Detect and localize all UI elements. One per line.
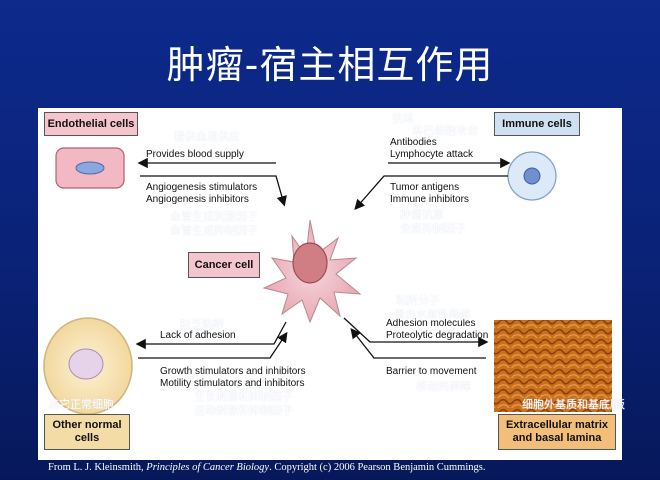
zh-other-cells: 其它正常细胞	[48, 398, 114, 411]
text-immune-inhibitors: Immune inhibitors	[390, 194, 469, 205]
cancer-nucleus	[292, 242, 328, 284]
footer-prefix: From L. J. Kleinsmith,	[48, 462, 147, 473]
text-angiogenesis-inhibitors: Angiogenesis inhibitors	[146, 194, 249, 205]
text-lack-of-adhesion: Lack of adhesion	[160, 330, 236, 341]
endothelial-nucleus	[75, 161, 105, 175]
figure-panel: Endothelial cells Immune cells Cancer ce…	[38, 108, 625, 460]
text-lymphocyte-attack: Lymphocyte attack	[390, 149, 474, 160]
slide-title: 肿瘤-宿主相互作用	[166, 43, 494, 87]
zh-barrier: 移动的屏障	[416, 380, 471, 393]
normal-nucleus	[68, 348, 104, 380]
label-ecm-line2: and basal lamina	[512, 432, 602, 444]
zh-blood-supply: 提供血液供应	[174, 130, 240, 143]
label-immune-cells: Immune cells	[494, 112, 580, 136]
arrow-lack-adhesion	[135, 321, 287, 350]
zh-lack-adhesion: 缺乏粘附	[180, 318, 224, 331]
text-adhesion-molecules: Adhesion molecules	[386, 318, 476, 329]
text-proteolytic-degradation: Proteolytic degradation	[386, 330, 489, 341]
text-barrier-to-movement: Barrier to movement	[386, 366, 477, 377]
zh-ecm-tail: 板	[614, 398, 625, 411]
label-endothelial-cells: Endothelial cells	[44, 112, 138, 136]
citation-footer: From L. J. Kleinsmith, Principles of Can…	[48, 462, 485, 473]
label-other-normal-line1: Other normal	[52, 419, 122, 431]
arrow-angiogenesis	[140, 175, 287, 207]
text-growth-stimulators: Growth stimulators and inhibitors	[160, 366, 306, 377]
label-cancer-cell: Cancer cell	[188, 252, 260, 278]
zh-angio-inhib: 血管生成抑制因子	[170, 224, 258, 237]
zh-motility: 运动刺激和抑制因子	[194, 404, 293, 417]
text-motility-stimulators: Motility stimulators and inhibitors	[160, 378, 305, 389]
label-other-normal-line2: cells	[74, 432, 100, 444]
label-cancer-text: Cancer cell	[194, 259, 254, 271]
text-angiogenesis-stimulators: Angiogenesis stimulators	[146, 182, 258, 193]
zh-growth: 生长刺激和抑制因子	[194, 390, 293, 403]
zh-immune-inhib: 免疫抑制因子	[400, 222, 466, 235]
text-antibodies: Antibodies	[390, 137, 437, 148]
zh-adhesion-molecules: 粘附分子	[396, 294, 440, 307]
arrow-adhesion	[343, 317, 489, 348]
footer-suffix: . Copyright (c) 2006 Pearson Benjamin Cu…	[269, 462, 486, 473]
zh-proteolytic: 蛋白水解性降解	[394, 308, 471, 321]
arrow-tumor-antigens	[354, 175, 508, 210]
immune-nucleus	[523, 167, 541, 185]
zh-lymphocyte-attack: 淋巴细胞攻击	[412, 124, 478, 137]
zh-angio-stim: 血管生成刺激因子	[170, 210, 258, 223]
zh-antibody: 抗体	[392, 112, 414, 125]
footer-book-title: Principles of Cancer Biology	[146, 462, 270, 473]
zh-tumor-antigen: 肿瘤抗原	[400, 208, 444, 221]
label-immune-text: Immune cells	[502, 118, 572, 130]
label-ecm-line1: Extracellular matrix	[505, 419, 609, 431]
arrow-barrier	[350, 327, 486, 359]
arrow-growth	[138, 331, 288, 359]
diagram-graphics	[43, 147, 612, 415]
label-endothelial-text: Endothelial cells	[47, 118, 135, 130]
text-provides-blood-supply: Provides blood supply	[146, 149, 244, 160]
label-ecm: Extracellular matrix and basal lamina	[498, 414, 616, 450]
zh-ecm: 细胞外基质和基底膜	[522, 398, 621, 411]
text-tumor-antigens: Tumor antigens	[390, 182, 460, 193]
label-other-normal-cells: Other normal cells	[44, 414, 130, 450]
ecm-image	[494, 320, 612, 412]
